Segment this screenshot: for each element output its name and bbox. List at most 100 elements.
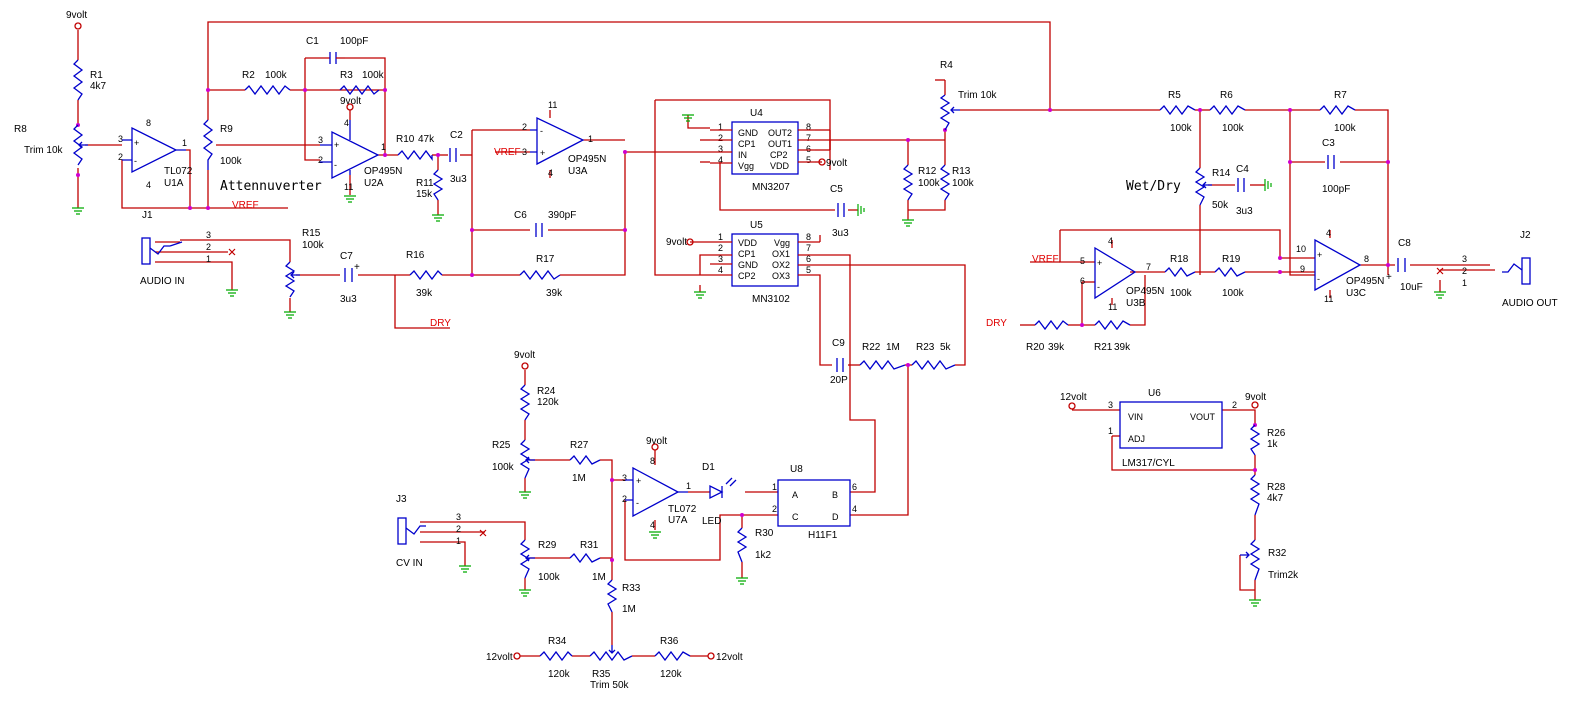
svg-text:U3C: U3C [1346,288,1366,299]
led-d1: D1 LED [702,462,737,527]
svg-text:R3: R3 [340,70,353,81]
resistor-r7: R7 100k [1319,90,1357,134]
resistor-r13: R13 100k [939,164,975,201]
svg-text:4k7: 4k7 [90,81,107,92]
svg-text:12volt: 12volt [1060,392,1087,403]
svg-text:R35: R35 [592,669,611,680]
svg-text:VIN: VIN [1128,412,1143,422]
svg-text:Trim 10k: Trim 10k [958,90,998,101]
svg-text:U5: U5 [750,220,763,231]
capacitors: C1 100pF C2 3u3 C6 390pF C7 3u3 + C5 3u3… [306,36,1423,386]
svg-text:C7: C7 [340,251,353,262]
svg-text:R21: R21 [1094,342,1113,353]
svg-text:-: - [636,498,639,508]
svg-text:3: 3 [206,230,211,240]
svg-text:100k: 100k [1334,123,1357,134]
svg-text:-: - [134,156,137,166]
svg-text:AUDIO OUT: AUDIO OUT [1502,298,1558,309]
svg-text:390pF: 390pF [548,210,576,221]
resistor-r4: R4 Trim 10k [939,60,998,131]
svg-text:R9: R9 [220,124,233,135]
resistor-r29: R29 100k [519,539,561,583]
svg-text:R14: R14 [1212,168,1231,179]
svg-text:TL072: TL072 [668,504,697,515]
svg-text:+: + [1317,250,1322,260]
svg-text:LED: LED [702,516,721,527]
svg-text:1M: 1M [572,473,586,484]
svg-text:R23: R23 [916,342,935,353]
svg-text:+: + [1386,272,1392,283]
svg-text:R15: R15 [302,228,321,239]
svg-text:9volt: 9volt [1245,392,1266,403]
svg-text:R11: R11 [416,178,434,189]
svg-text:2: 2 [718,133,723,143]
svg-text:DRY: DRY [430,318,451,329]
wetdry-title: Wet/Dry [1126,179,1181,194]
svg-text:OUT1: OUT1 [768,139,792,149]
svg-text:1: 1 [1462,278,1467,288]
svg-text:20P: 20P [830,375,848,386]
svg-text:C6: C6 [514,210,527,221]
svg-text:4k7: 4k7 [1267,493,1284,504]
svg-text:R32: R32 [1268,548,1287,559]
svg-text:Trim 10k: Trim 10k [24,145,64,156]
svg-text:9: 9 [1300,264,1305,274]
svg-text:R25: R25 [492,440,511,451]
resistor-r26: R26 1k [1249,424,1286,456]
svg-text:5: 5 [1080,256,1085,266]
resistor-r30: R30 1k2 [736,527,774,563]
svg-text:100pF: 100pF [1322,184,1350,195]
svg-text:4: 4 [1108,236,1113,246]
svg-text:H11F1: H11F1 [808,530,838,541]
svg-text:R29: R29 [538,540,557,551]
svg-text:100k: 100k [538,572,561,583]
svg-text:5: 5 [806,265,811,275]
resistor-r22: R22 1M [859,342,906,371]
svg-text:8: 8 [146,118,151,128]
svg-text:ADJ: ADJ [1128,434,1145,444]
svg-text:11: 11 [1324,294,1333,304]
svg-text:R6: R6 [1220,90,1233,101]
svg-text:R24: R24 [537,386,556,397]
svg-text:1: 1 [686,481,691,491]
svg-text:50k: 50k [1212,200,1229,211]
svg-text:100pF: 100pF [340,36,368,47]
svg-text:120k: 120k [537,397,560,408]
svg-text:100k: 100k [1170,288,1193,299]
svg-text:C2: C2 [450,130,463,141]
svg-text:R36: R36 [660,636,679,647]
svg-text:A: A [792,490,798,500]
svg-text:6: 6 [806,144,811,154]
resistor-r5: R5 100k [1159,90,1196,134]
svg-text:VDD: VDD [770,161,790,171]
svg-text:CP1: CP1 [738,139,756,149]
svg-text:15k: 15k [416,189,433,200]
resistor-r11: R11 15k [416,169,444,201]
resistor-r3: R3 100k [339,70,385,96]
svg-text:GND: GND [738,260,759,270]
svg-text:100k: 100k [302,240,325,251]
svg-text:Vgg: Vgg [774,238,790,248]
resistor-r21: R21 39k [1094,319,1131,353]
svg-text:VREF: VREF [1032,254,1059,265]
resistor-r15: R15 100k [284,228,325,298]
svg-text:3: 3 [1462,254,1467,264]
svg-text:12volt: 12volt [716,652,743,663]
svg-text:Vgg: Vgg [738,161,754,171]
svg-text:MN3102: MN3102 [752,294,790,305]
svg-text:B: B [832,490,838,500]
svg-text:8: 8 [650,456,655,466]
grounds [72,114,1446,607]
resistor-r18: R18 100k [1164,254,1196,299]
svg-text:OP495N: OP495N [364,166,402,177]
svg-text:100k: 100k [1222,123,1245,134]
svg-text:2: 2 [522,122,527,132]
j1-label: J1 [142,210,153,221]
resistor-r14: R14 50k [1194,167,1231,211]
jack-audio-out: 321 J2 AUDIO OUT [1436,230,1558,309]
capacitor-c3: C3 100pF [1322,138,1350,195]
svg-text:1M: 1M [622,604,636,615]
svg-text:MN3207: MN3207 [752,182,790,193]
svg-text:U8: U8 [790,464,803,475]
svg-text:R2: R2 [242,70,255,81]
